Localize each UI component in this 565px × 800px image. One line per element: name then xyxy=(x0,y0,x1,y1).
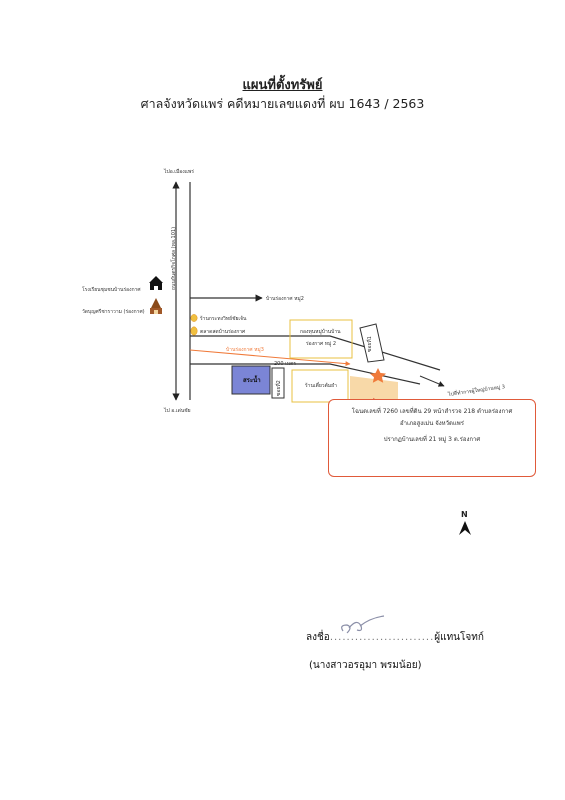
main-road-top-edge xyxy=(190,335,441,371)
distance-label: 200 เมตร xyxy=(274,361,297,367)
north-direction-label: ไปอ.เมืองแพร่ xyxy=(164,169,194,175)
north-label: N xyxy=(461,510,468,519)
village-road-arrow xyxy=(189,349,351,367)
page-title: แผนที่ตั้งทรัพย์ xyxy=(242,78,323,93)
lane-2-label: ซอยที่1 xyxy=(367,336,373,352)
shop-label: ร้านเตี๋ยวต้มยำ xyxy=(305,383,337,389)
branch-road-label: บ้านร่องกาศ หมู่2 xyxy=(266,296,304,302)
property-callout: โฉนดเลขที่ 7260 เลขที่ดิน 29 หน้าสำรวจ 2… xyxy=(328,399,536,477)
callout-line-2: อำเภอสูงเม่น จังหวัดแพร่ xyxy=(400,420,464,427)
lane-1-road xyxy=(271,367,285,399)
school-icon xyxy=(149,276,163,290)
south-direction-label: ไป อ.เด่นชัย xyxy=(164,408,191,414)
signature-prefix: ลงชื่อ xyxy=(306,632,330,643)
legend-oval-1 xyxy=(190,314,198,322)
callout-line-1: โฉนดเลขที่ 7260 เลขที่ดิน 29 หน้าสำรวจ 2… xyxy=(351,408,513,415)
temple-label: วัดบุญศรีชาราวาม (ร่องกาศ) xyxy=(82,309,145,315)
east-direction-arrow xyxy=(419,375,445,387)
north-arrow-icon xyxy=(459,521,471,535)
signer-name: (นางสาวอรอุมา พรมน้อย) xyxy=(309,660,422,671)
lane-2-road xyxy=(359,323,385,363)
legend-oval-2 xyxy=(190,326,198,336)
office-area xyxy=(289,319,353,359)
main-road-bottom-edge xyxy=(190,363,421,385)
legend-label-1: ร้านกระทงวิทย์ชัยเจ้น xyxy=(200,316,247,322)
signature-line: ลงชื่อ.........................ผู้แทนโจท… xyxy=(306,630,484,645)
highway-label: ถนนยันตรกิจโกศล (ทล.101) xyxy=(171,226,177,290)
school-label: โรงเรียนชุมชนบ้านร่องกาศ xyxy=(82,287,141,293)
signature-scribble xyxy=(341,615,385,634)
shop-area xyxy=(291,369,349,403)
office-label-2: ร่องกาศ หมู่ 2 xyxy=(306,341,337,347)
page-subtitle: ศาลจังหวัดแพร่ คดีหมายเลขแดงที่ ผบ 1643 … xyxy=(140,96,425,111)
legend-label-2: ตลาดสดบ้านร่องกาศ xyxy=(200,329,246,335)
signature-suffix: ผู้แทนโจทก์ xyxy=(434,632,484,643)
callout-line-3: ปรากฏบ้านเลขที่ 21 หมู่ 3 ต.ร่องกาศ xyxy=(383,436,481,443)
lane-1-label: ซอยที่2 xyxy=(276,380,282,396)
property-parcel xyxy=(350,376,398,404)
pond xyxy=(231,365,271,395)
office-label-1: กองทุนหมู่บ้านบ้าน xyxy=(300,329,341,335)
signature-dots: ......................... xyxy=(329,632,435,643)
village-road-label: บ้านร่องกาศ หมู่3 xyxy=(226,347,264,353)
property-star xyxy=(370,368,386,383)
temple-icon xyxy=(150,298,162,314)
pond-label: สระน้ำ xyxy=(243,377,261,384)
